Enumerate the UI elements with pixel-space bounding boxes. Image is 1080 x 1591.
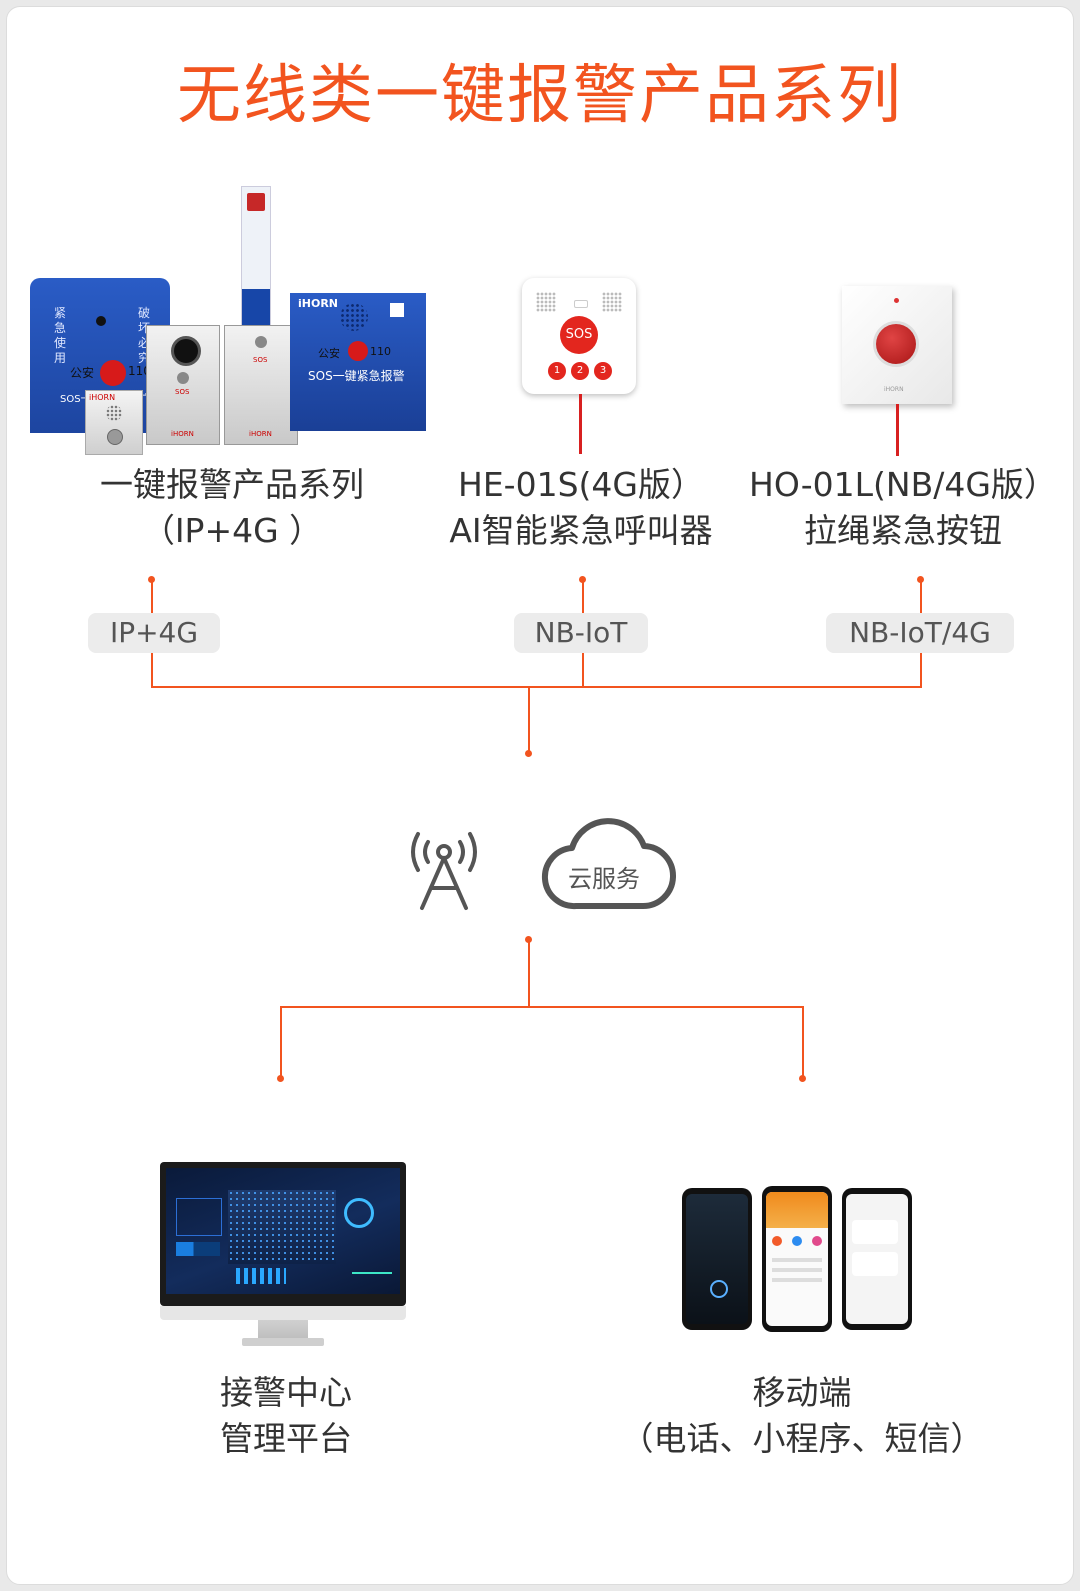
phone-sms-screen xyxy=(842,1188,912,1330)
alarm-pole xyxy=(241,186,271,336)
blue-alarm-box: iHORN 公安 110 SOS一键紧急报警 xyxy=(290,293,426,431)
product-3-sub: 拉绳紧急按钮 xyxy=(804,511,1002,550)
pull-cord xyxy=(579,394,582,454)
panel-police-text: 公安 xyxy=(70,366,95,380)
output-label-mobile: 移动端 （电话、小程序、短信） xyxy=(600,1370,1004,1462)
connector-bus-bottom xyxy=(280,1006,804,1008)
connector-trunk-bottom xyxy=(528,940,530,1008)
output-mobile-line1: 移动端 xyxy=(752,1373,852,1412)
blue-box-number: 110 xyxy=(370,345,391,358)
panel-left-text: 紧急使用 xyxy=(54,306,67,365)
product-label-3: HO-01L(NB/4G版） 拉绳紧急按钮 xyxy=(728,462,1078,554)
network-pill-nbiot: NB-IoT xyxy=(514,613,648,653)
cloud-icon xyxy=(541,818,676,910)
small-panel-brand: iHORN xyxy=(89,393,116,402)
connector-dot-left xyxy=(277,1075,284,1082)
steel-speaker-panel: SOS iHORN xyxy=(224,325,298,445)
connector-trunk xyxy=(528,686,530,754)
signal-tower-icon xyxy=(411,832,477,910)
output-platform-line1: 接警中心 xyxy=(220,1373,352,1412)
connector-branch-right xyxy=(802,1006,804,1078)
page-title: 无线类一键报警产品系列 xyxy=(177,59,903,133)
steel-panel-brand: iHORN xyxy=(171,430,194,438)
product-2-name: HE-01S(4G版） xyxy=(458,465,704,504)
product-label-1: 一键报警产品系列 （IP+4G ） xyxy=(72,462,392,554)
network-pill-nbiot-4g: NB-IoT/4G xyxy=(826,613,1014,653)
phones-image xyxy=(680,1186,916,1332)
phone-call-screen xyxy=(682,1188,752,1330)
panel-number-text: 110 xyxy=(128,364,151,378)
product-1-sub: （IP+4G ） xyxy=(141,511,323,550)
output-mobile-line2: （电话、小程序、短信） xyxy=(620,1419,984,1458)
connector-dot-trunk xyxy=(525,750,532,757)
connector-dot-cloud xyxy=(525,936,532,943)
product-label-2: HE-01S(4G版） AI智能紧急呼叫器 xyxy=(420,462,742,554)
sos-key-2: 2 xyxy=(571,362,589,380)
connector-dot-3 xyxy=(917,576,924,583)
steel-panel-sos: SOS xyxy=(175,388,190,396)
product-3-name: HO-01L(NB/4G版） xyxy=(749,465,1057,504)
product-image-sos-caller: SOS 1 2 3 xyxy=(520,278,640,458)
pull-button-brand: iHORN xyxy=(884,386,904,393)
output-label-platform: 接警中心 管理平台 xyxy=(136,1370,436,1462)
cloud-label: 云服务 xyxy=(568,865,640,893)
steel-panel2-brand: iHORN xyxy=(249,430,272,438)
sos-button: SOS xyxy=(560,316,598,354)
connector-branch-left xyxy=(280,1006,282,1078)
product-image-alarm-series: 紧急使用 破坏必究 公安 110 SOS一键报警对讲广播 iHORN SOS i… xyxy=(28,178,438,455)
blue-box-caption: SOS一键紧急报警 xyxy=(308,369,405,383)
monitor-image xyxy=(160,1162,406,1348)
connector-dot-right xyxy=(799,1075,806,1082)
blue-box-police: 公安 xyxy=(318,347,340,360)
connector-bus xyxy=(151,686,922,688)
product-2-sub: AI智能紧急呼叫器 xyxy=(449,511,713,550)
small-speaker-panel: iHORN xyxy=(85,390,143,455)
sos-key-1: 1 xyxy=(548,362,566,380)
sos-key-3: 3 xyxy=(594,362,612,380)
connector-dot-2 xyxy=(579,576,586,583)
steel-panel2-sos: SOS xyxy=(253,356,268,364)
pull-cord-2 xyxy=(896,404,899,456)
output-platform-line2: 管理平台 xyxy=(220,1419,352,1458)
product-1-name: 一键报警产品系列 xyxy=(100,465,364,504)
blue-box-brand: iHORN xyxy=(298,297,339,310)
product-image-pull-cord-button: iHORN xyxy=(838,282,958,457)
steel-camera-panel: SOS iHORN xyxy=(146,325,220,445)
network-pill-ip4g: IP+4G xyxy=(88,613,220,653)
connector-dot-1 xyxy=(148,576,155,583)
monitor-screen xyxy=(166,1168,400,1294)
phone-app-screen xyxy=(762,1186,832,1332)
